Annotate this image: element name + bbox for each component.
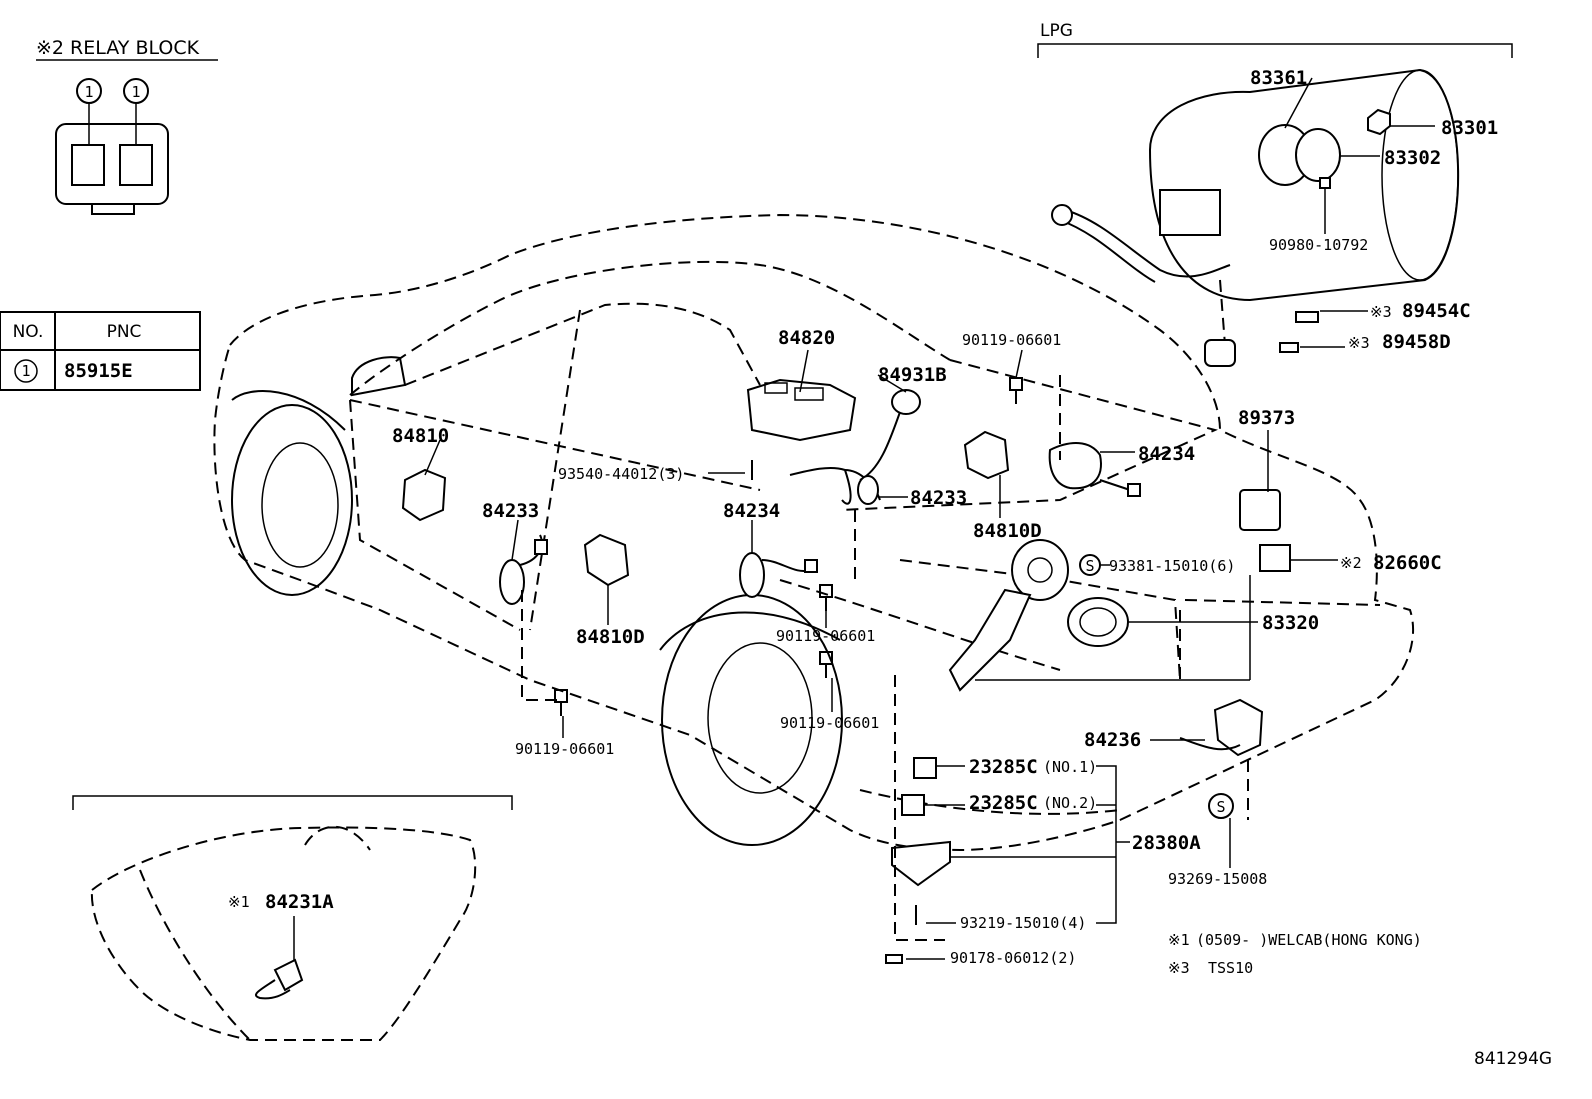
- relay-pin-left: 1: [84, 83, 93, 101]
- label-84810d-right: 84810D: [973, 520, 1042, 542]
- note-23285c-no2: (NO.2): [1043, 794, 1097, 812]
- label-89458d: 89458D: [1382, 331, 1451, 353]
- body-parts: [401, 377, 1291, 964]
- relay-pin-right: 1: [131, 83, 140, 101]
- trunk-switch-84236: [1213, 698, 1264, 757]
- label-83361: 83361: [1250, 67, 1307, 89]
- window-line: [404, 302, 761, 386]
- lpg-gasket: [1295, 128, 1341, 182]
- note-23285c-no1: (NO.1): [1043, 758, 1097, 776]
- label-23285c-no1: 23285C: [969, 756, 1038, 778]
- label-93540-44012: 93540-44012(3): [558, 465, 684, 483]
- door-courtesy-switch-left: [499, 559, 525, 605]
- label-84810: 84810: [392, 425, 449, 447]
- switch-84931b: [891, 389, 921, 415]
- label-83301: 83301: [1441, 117, 1498, 139]
- door-lock-switch-right: [963, 430, 1010, 480]
- callout-labels: 83361 83301 83302 90980-10792 ※3 89454C …: [392, 67, 1498, 967]
- label-90119-low: 90119-06601: [780, 714, 879, 732]
- fuel-gasket: [1067, 597, 1129, 647]
- note3-mark: ※3: [1168, 959, 1190, 977]
- lpg-tank: [1148, 68, 1460, 302]
- pnc-header-pnc: PNC: [107, 322, 142, 342]
- label-84233-center: 84233: [910, 487, 967, 509]
- pnc-table: NO. PNC 1 85915E: [0, 311, 201, 391]
- car-outline: [213, 213, 1415, 852]
- s-marker-93269: S: [1216, 798, 1225, 816]
- note3-text: TSS10: [1208, 959, 1253, 977]
- label-90119-top: 90119-06601: [962, 331, 1061, 349]
- label-84234-mid: 84234: [723, 500, 780, 522]
- seat-switch-84231a: [273, 958, 304, 992]
- notes: ※1 (0509- )WELCAB(HONG KONG) ※3 TSS10: [1168, 931, 1422, 977]
- label-84233-left: 84233: [482, 500, 539, 522]
- lpg-regulator: [1159, 189, 1221, 236]
- s-marker-93381: S: [1085, 557, 1094, 575]
- label-82660c: 82660C: [1373, 552, 1442, 574]
- label-28380a: 28380A: [1132, 832, 1201, 854]
- seat-inset: ※1 84231A: [72, 795, 513, 1041]
- relay-block-inset: ※2 RELAY BLOCK 1 1: [36, 37, 218, 215]
- lpg-group: LPG: [1037, 21, 1513, 367]
- label-84231a: 84231A: [265, 891, 334, 913]
- mark-89458d: ※3: [1348, 334, 1370, 352]
- label-90119-left: 90119-06601: [515, 740, 614, 758]
- label-90119-mid: 90119-06601: [776, 627, 875, 645]
- lpg-sensor-block: [1204, 339, 1236, 367]
- label-23285c-no2: 23285C: [969, 792, 1038, 814]
- relay-82660c: [1259, 544, 1291, 572]
- door-courtesy-switch-center: [857, 475, 879, 505]
- relay-block-title: ※2 RELAY BLOCK: [36, 37, 200, 59]
- door-lock-switch-left: [583, 533, 630, 587]
- wire-harness-84234-mid: [739, 552, 765, 598]
- mark-84231a: ※1: [228, 893, 250, 911]
- door-lock-switch-84810: [401, 468, 447, 522]
- power-window-master-switch: [746, 378, 857, 442]
- label-89454c: 89454C: [1402, 300, 1471, 322]
- lpg-hose: [1064, 209, 1231, 278]
- clamp-no1: [913, 757, 937, 779]
- label-83302: 83302: [1384, 147, 1441, 169]
- label-93219-15010: 93219-15010(4): [960, 914, 1086, 932]
- bolts: [554, 377, 1023, 964]
- side-mirror: [351, 356, 407, 397]
- note1-text: (0509- )WELCAB(HONG KONG): [1196, 931, 1422, 949]
- sensor-89373: [1239, 489, 1281, 531]
- label-93269-15008: 93269-15008: [1168, 870, 1267, 888]
- leader-lines: [424, 77, 1435, 960]
- label-84931b: 84931B: [878, 364, 947, 386]
- pnc-header-no: NO.: [13, 322, 44, 342]
- mark-82660c: ※2: [1340, 554, 1362, 572]
- label-90178-06012: 90178-06012(2): [950, 949, 1076, 967]
- label-84236: 84236: [1084, 729, 1141, 751]
- mark-89454c: ※3: [1370, 303, 1392, 321]
- label-93381-15010: 93381-15010(6): [1109, 557, 1235, 575]
- label-90980-10792: 90980-10792: [1269, 236, 1368, 254]
- s-markers: S S: [1079, 554, 1234, 819]
- bracket-28380a: [891, 840, 951, 887]
- lpg-label: LPG: [1040, 21, 1073, 41]
- pnc-row-no: 1: [21, 362, 30, 380]
- figure-code: 841294G: [1474, 1049, 1552, 1069]
- label-84810d-left: 84810D: [576, 626, 645, 648]
- seat-outline: [90, 826, 477, 1041]
- pnc-row-pnc: 85915E: [64, 360, 133, 382]
- label-89373: 89373: [1238, 407, 1295, 429]
- label-84234-right: 84234: [1138, 443, 1195, 465]
- car-body: [213, 213, 1415, 852]
- wire-harness-84234-right: [1048, 442, 1102, 490]
- clamp-no2: [901, 794, 925, 816]
- label-84820: 84820: [778, 327, 835, 349]
- fuel-sender-arm: [948, 588, 1032, 692]
- note1-mark: ※1: [1168, 931, 1190, 949]
- label-83320: 83320: [1262, 612, 1319, 634]
- front-wheel: [231, 404, 353, 596]
- fuel-sender: [1011, 539, 1069, 601]
